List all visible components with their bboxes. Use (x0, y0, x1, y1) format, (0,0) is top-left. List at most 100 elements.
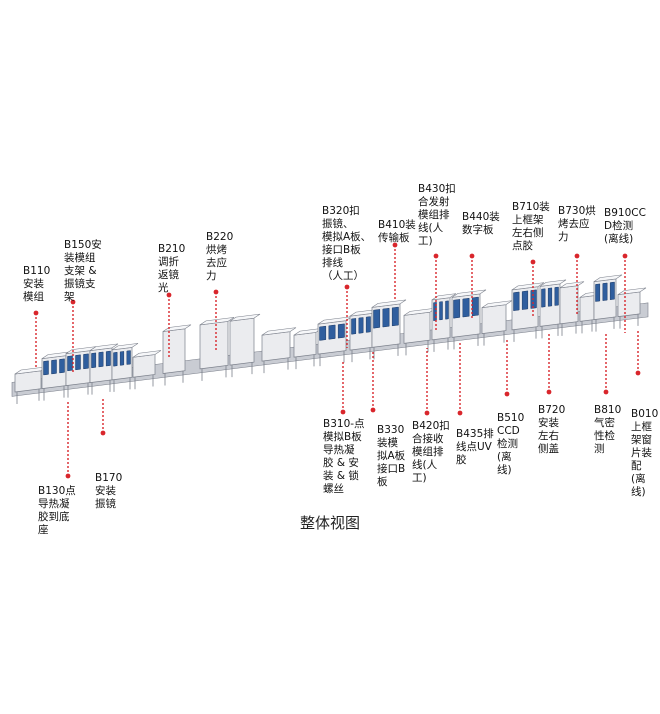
leader-b320-dot (344, 284, 350, 290)
window-panel (51, 359, 57, 375)
window-panel (319, 325, 327, 341)
leader-b330-dot (370, 407, 376, 413)
leader-b130-dot (65, 473, 71, 479)
window-panel (351, 318, 357, 335)
machine-module (617, 291, 641, 318)
label-b420: B420扣 合接收 模组排 线(人 工) (412, 420, 450, 484)
label-b010: B010 上框 架窗 片装 配 (离 线) (631, 408, 659, 498)
window-panel (439, 301, 443, 321)
machine-roof (593, 274, 623, 282)
machine-roof (111, 343, 139, 351)
window-panel (59, 358, 65, 374)
label-b320: B320扣 振镜、 模拟A板、 接口B板 排线 （人工） (322, 205, 372, 282)
leader-b410-dot (392, 242, 398, 248)
leader-b710-dot (530, 259, 536, 265)
window-panel (595, 283, 601, 302)
machine-roof (132, 350, 162, 358)
window-panel (445, 300, 449, 320)
label-b440: B440装 数字板 (462, 211, 500, 236)
machine-module (403, 311, 431, 344)
leader-b170-dot (100, 430, 106, 436)
leader-b310-dot (340, 409, 346, 415)
machine-module (481, 304, 507, 335)
label-b210: B210 调折 返镜 光 (158, 243, 186, 294)
label-b910: B910CC D检测 (离线) (604, 207, 646, 245)
machine-roof (451, 289, 487, 298)
leader-b010-dot (635, 370, 641, 376)
window-panel (382, 307, 390, 328)
window-panel (541, 288, 546, 308)
window-panel (113, 351, 118, 367)
label-b410: B410装 传输板 (378, 219, 416, 244)
machine-roof (162, 324, 192, 332)
leader-b730-dot (574, 253, 580, 259)
window-panel (391, 306, 399, 327)
label-b510: B510 CCD 检测 (离 线) (497, 412, 525, 476)
window-panel (547, 287, 553, 307)
machine-roof (89, 343, 119, 351)
window-panel (373, 309, 381, 329)
window-panel (43, 360, 49, 376)
window-panel (521, 290, 529, 310)
window-panel (554, 286, 559, 306)
window-panel (91, 352, 97, 369)
leader-b150-dot (70, 299, 76, 305)
window-panel (358, 317, 364, 334)
machine-module (261, 331, 291, 362)
machine-module (293, 331, 317, 358)
machine-roof (559, 281, 585, 289)
window-panel (337, 323, 345, 339)
leader-b440-dot (469, 253, 475, 259)
label-b330: B330 装模 拟A板 接口B 板 (377, 424, 406, 488)
label-b310: B310-点 模拟B板 导热凝 胶 & 安 装 & 锁 螺丝 (323, 418, 365, 495)
label-b720: B720 安装 左右 侧盖 (538, 404, 566, 455)
leader-b435-dot (457, 410, 463, 416)
label-b170: B170 安装 振镜 (95, 472, 123, 510)
label-b150: B150安 装模组 支架 & 振镜支 架 (64, 239, 102, 303)
machine-roof (511, 282, 545, 291)
label-b710: B710装 上框架 左右侧 点胶 (512, 201, 550, 252)
leader-b910-dot (622, 253, 628, 259)
machine-module (229, 317, 255, 366)
window-panel (513, 291, 520, 311)
label-b430: B430扣 合发射 模组排 线(人 工) (418, 183, 456, 247)
machine-module (199, 320, 229, 370)
leader-b430-dot (433, 253, 439, 259)
window-panel (98, 351, 104, 368)
window-panel (126, 350, 131, 365)
machine-module (132, 354, 156, 378)
leader-b220-dot (213, 289, 219, 295)
machine-module (14, 370, 42, 393)
leader-lines (33, 242, 641, 479)
label-b730: B730烘 烤去应 力 (558, 205, 596, 243)
window-panel (328, 324, 336, 340)
machine-module (559, 285, 579, 325)
window-panel (365, 316, 371, 333)
leader-b510-dot (504, 391, 510, 397)
leader-b810-dot (603, 389, 609, 395)
window-panel (105, 350, 111, 367)
window-panel (75, 354, 81, 371)
leader-b210-dot (166, 292, 172, 298)
window-panel (83, 353, 89, 370)
label-b435: B435排 线点UV 胶 (456, 428, 494, 466)
window-panel (602, 282, 608, 301)
window-panel (67, 355, 73, 372)
window-panel (462, 297, 470, 318)
label-b110: B110 安装 模组 (23, 265, 51, 303)
label-b130: B130点 导热凝 胶到底 座 (38, 485, 76, 536)
figure-caption: 整体视图 (299, 514, 360, 532)
window-panel (609, 281, 615, 300)
machine-roof (539, 279, 567, 287)
window-panel (119, 351, 125, 366)
machine-roof (261, 327, 297, 336)
leader-b420-dot (424, 410, 430, 416)
leader-b110-dot (33, 310, 39, 316)
machine-roof (229, 313, 261, 322)
leader-b720-dot (546, 389, 552, 395)
window-panel (471, 296, 479, 317)
machine-roof (199, 317, 235, 326)
machine-module (162, 328, 186, 374)
